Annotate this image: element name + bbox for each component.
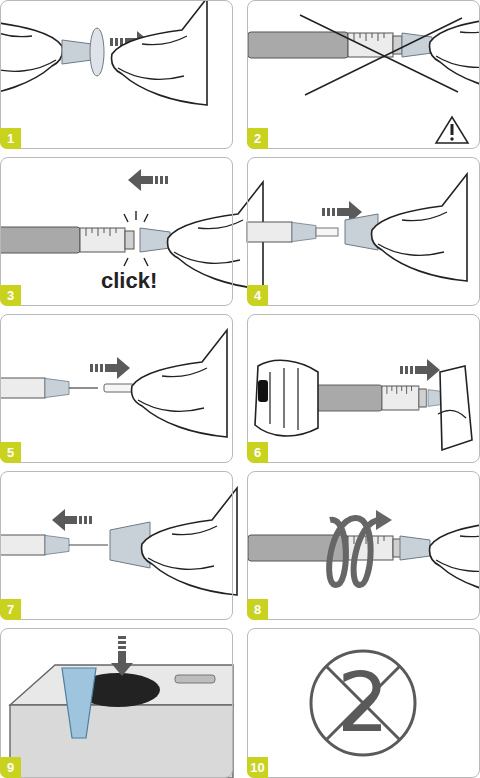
step-panel: 4 bbox=[247, 157, 480, 306]
symbol-digit: 2 bbox=[337, 662, 389, 744]
step-number: 2 bbox=[247, 128, 268, 149]
step-number: 9 bbox=[0, 757, 21, 778]
step-1-art bbox=[0, 0, 207, 105]
sound-text: click! bbox=[101, 270, 157, 292]
step-panel: 5 bbox=[0, 314, 233, 463]
step-panel: 1 bbox=[0, 0, 233, 149]
step-number: 10 bbox=[247, 757, 268, 778]
step-panel: 3 click! bbox=[0, 157, 233, 306]
step-panel: 6 bbox=[247, 314, 480, 463]
step-panel: 2 bbox=[247, 0, 480, 149]
step-number: 8 bbox=[247, 599, 268, 620]
step-number: 6 bbox=[247, 442, 268, 463]
step-7-art bbox=[0, 488, 237, 595]
step-4-art bbox=[247, 174, 467, 281]
step-2-art bbox=[248, 0, 480, 143]
step-panel: 8 bbox=[247, 471, 480, 620]
step-panel: 7 bbox=[0, 471, 233, 620]
no-reuse-symbol bbox=[311, 651, 415, 755]
step-number: 5 bbox=[0, 442, 21, 463]
step-9-art bbox=[10, 636, 233, 778]
step-number: 7 bbox=[0, 599, 21, 620]
step-6-art bbox=[255, 359, 472, 450]
step-8-art bbox=[248, 490, 480, 597]
step-number: 3 bbox=[0, 285, 21, 306]
step-number: 1 bbox=[0, 128, 21, 149]
step-panel: 9 bbox=[0, 628, 233, 778]
step-5-art bbox=[0, 330, 227, 437]
step-number: 4 bbox=[247, 285, 268, 306]
